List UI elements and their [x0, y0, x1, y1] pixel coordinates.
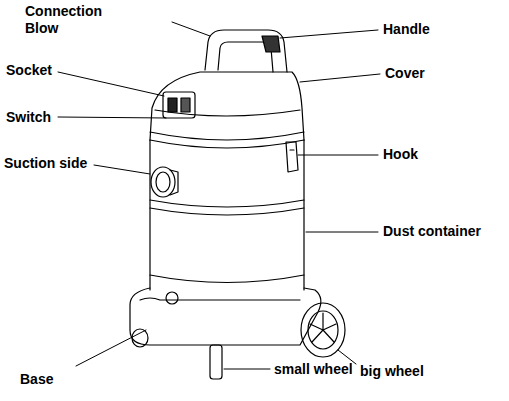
- leader-line: [298, 155, 378, 156]
- socket: [181, 98, 190, 112]
- hook: [286, 142, 298, 172]
- dust-container: [150, 140, 304, 290]
- big-wheel: [301, 303, 345, 357]
- cover-rim: [150, 132, 304, 140]
- part-label: Socket: [6, 62, 52, 79]
- part-label: Switch: [6, 109, 51, 126]
- hook-detail: [290, 149, 294, 150]
- container-band: [150, 200, 304, 207]
- base-edge: [140, 298, 300, 300]
- leader-line: [300, 74, 380, 82]
- suction-inlet: [156, 172, 170, 192]
- part-label: big wheel: [360, 363, 424, 380]
- suction-collar: [170, 170, 178, 195]
- wheel-spokes: [310, 313, 336, 342]
- leader-line: [224, 369, 270, 370]
- part-label: Cover: [385, 65, 425, 82]
- handle: [205, 30, 287, 72]
- small-wheel: [132, 329, 148, 347]
- switch: [168, 98, 177, 112]
- leader-line: [76, 330, 146, 366]
- small-wheel: [210, 345, 222, 379]
- part-label: small wheel: [274, 361, 353, 378]
- switch-panel: [163, 92, 195, 118]
- base: [130, 288, 321, 345]
- leader-line: [58, 117, 166, 118]
- container-band: [150, 208, 304, 215]
- part-label: Base: [20, 371, 53, 388]
- cover-rim: [150, 140, 304, 148]
- leader-line: [58, 72, 164, 96]
- leader-line: [94, 165, 150, 174]
- cover: [150, 72, 304, 140]
- suction-inlet: [151, 167, 175, 197]
- big-wheel-rim: [308, 311, 338, 349]
- part-label: Suction side: [4, 155, 87, 172]
- leader-line: [172, 22, 210, 36]
- container-band: [150, 275, 304, 283]
- leader-lines: [58, 22, 380, 369]
- leader-line: [280, 30, 378, 38]
- handle-latch: [262, 36, 280, 52]
- base-port: [166, 292, 178, 304]
- part-label: Connection Blow: [25, 3, 113, 37]
- part-label: Hook: [383, 146, 418, 163]
- leader-line: [306, 232, 378, 233]
- part-label: Handle: [383, 21, 430, 38]
- part-label: Dust container: [383, 223, 481, 240]
